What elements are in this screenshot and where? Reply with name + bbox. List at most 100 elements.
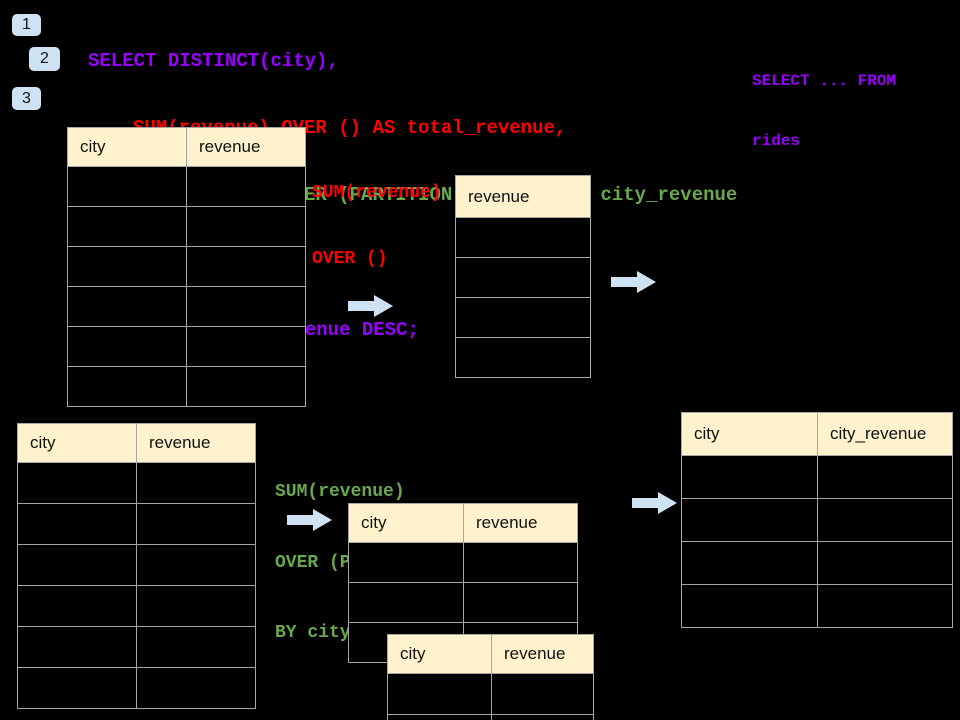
table-cell-empty	[387, 714, 492, 720]
table-row	[17, 462, 256, 504]
total-revenue-label-line: SUM(revenue)	[312, 183, 442, 203]
table-cell-empty	[455, 337, 591, 378]
table-cell-empty	[67, 166, 187, 207]
table-cell-empty	[463, 542, 578, 583]
table-row	[67, 246, 306, 287]
table-cell-empty	[186, 166, 306, 207]
arrow-right-icon	[348, 295, 393, 317]
table-cell-empty	[136, 585, 256, 627]
table-cell-empty	[67, 366, 187, 407]
table-cell-empty	[17, 626, 137, 668]
column-header-city: city	[387, 634, 492, 674]
table-cell-empty	[186, 286, 306, 327]
table-cell-empty	[491, 673, 594, 715]
column-header-revenue: revenue	[455, 175, 591, 218]
side-note-line: rides	[752, 132, 801, 150]
table-cell-empty	[817, 541, 953, 585]
column-header-revenue: revenue	[186, 127, 306, 167]
sql-code-line-select: SELECT DISTINCT(city),	[88, 49, 339, 72]
table-cell-empty	[817, 498, 953, 542]
table-cell-empty	[491, 714, 594, 720]
table-row	[681, 498, 953, 542]
table-header-row: revenue	[455, 175, 591, 218]
table-cell-empty	[387, 673, 492, 715]
table-cell-empty	[186, 206, 306, 247]
table-cell-empty	[67, 246, 187, 287]
table-cell-empty	[681, 498, 818, 542]
table-cell-empty	[348, 582, 464, 623]
table-cell-empty	[17, 667, 137, 709]
column-header-city: city	[681, 412, 818, 456]
table-cell-empty	[348, 542, 464, 583]
table-row	[387, 673, 594, 715]
total-revenue-label: SUM(revenue) OVER ()	[312, 138, 442, 314]
table-row	[681, 455, 953, 499]
table-cell-empty	[463, 582, 578, 623]
table-row	[67, 326, 306, 367]
arrow-right-icon	[611, 271, 656, 293]
table-cell-empty	[681, 455, 818, 499]
table-cell-empty	[681, 584, 818, 628]
table-revenue-window: revenue	[455, 175, 591, 378]
partition-label-line: SUM(revenue)	[275, 482, 405, 502]
table-row	[348, 542, 578, 583]
table-cell-empty	[67, 206, 187, 247]
table-cell-empty	[186, 366, 306, 407]
table-row	[67, 166, 306, 207]
column-header-city: city	[348, 503, 464, 543]
side-note: SELECT ... FROM rides	[752, 31, 896, 191]
table-cell-empty	[455, 297, 591, 338]
column-header-city: city	[67, 127, 187, 167]
table-cell-empty	[817, 455, 953, 499]
table-row	[17, 667, 256, 709]
partition-label-line: BY city)	[275, 623, 362, 643]
table-header-row: city revenue	[387, 634, 594, 674]
total-revenue-label-line: OVER ()	[312, 249, 388, 269]
table-source-top: city revenue	[67, 127, 306, 407]
table-partition-overlap: city revenue	[387, 634, 594, 720]
table-final-result: city city_revenue	[681, 412, 953, 628]
table-row	[67, 366, 306, 407]
table-row	[67, 206, 306, 247]
column-header-revenue: revenue	[491, 634, 594, 674]
step-badge-1: 1	[12, 14, 41, 36]
table-cell-empty	[136, 544, 256, 586]
table-cell-empty	[186, 246, 306, 287]
table-cell-empty	[136, 626, 256, 668]
arrow-right-icon	[287, 509, 332, 531]
table-row	[17, 585, 256, 627]
table-row	[387, 714, 594, 720]
table-row	[455, 297, 591, 338]
table-row	[67, 286, 306, 327]
column-header-city-revenue: city_revenue	[817, 412, 953, 456]
table-cell-empty	[186, 326, 306, 367]
table-row	[455, 217, 591, 258]
column-header-revenue: revenue	[136, 423, 256, 463]
table-row	[17, 626, 256, 668]
table-cell-empty	[67, 326, 187, 367]
table-row	[455, 337, 591, 378]
table-cell-empty	[17, 462, 137, 504]
side-note-line: SELECT ... FROM	[752, 72, 897, 90]
table-row	[681, 584, 953, 628]
table-cell-empty	[136, 667, 256, 709]
table-cell-empty	[455, 257, 591, 298]
table-cell-empty	[455, 217, 591, 258]
arrow-right-icon	[632, 492, 677, 514]
column-header-revenue: revenue	[463, 503, 578, 543]
table-row	[17, 544, 256, 586]
table-cell-empty	[136, 462, 256, 504]
table-cell-empty	[817, 584, 953, 628]
table-header-row: city revenue	[348, 503, 578, 543]
table-cell-empty	[67, 286, 187, 327]
table-header-row: city city_revenue	[681, 412, 953, 456]
step-badge-2: 2	[29, 47, 60, 71]
table-header-row: city revenue	[17, 423, 256, 463]
column-header-city: city	[17, 423, 137, 463]
table-row	[17, 503, 256, 545]
table-cell-empty	[17, 585, 137, 627]
table-cell-empty	[17, 503, 137, 545]
table-row	[681, 541, 953, 585]
table-source-bottom: city revenue	[17, 423, 256, 709]
